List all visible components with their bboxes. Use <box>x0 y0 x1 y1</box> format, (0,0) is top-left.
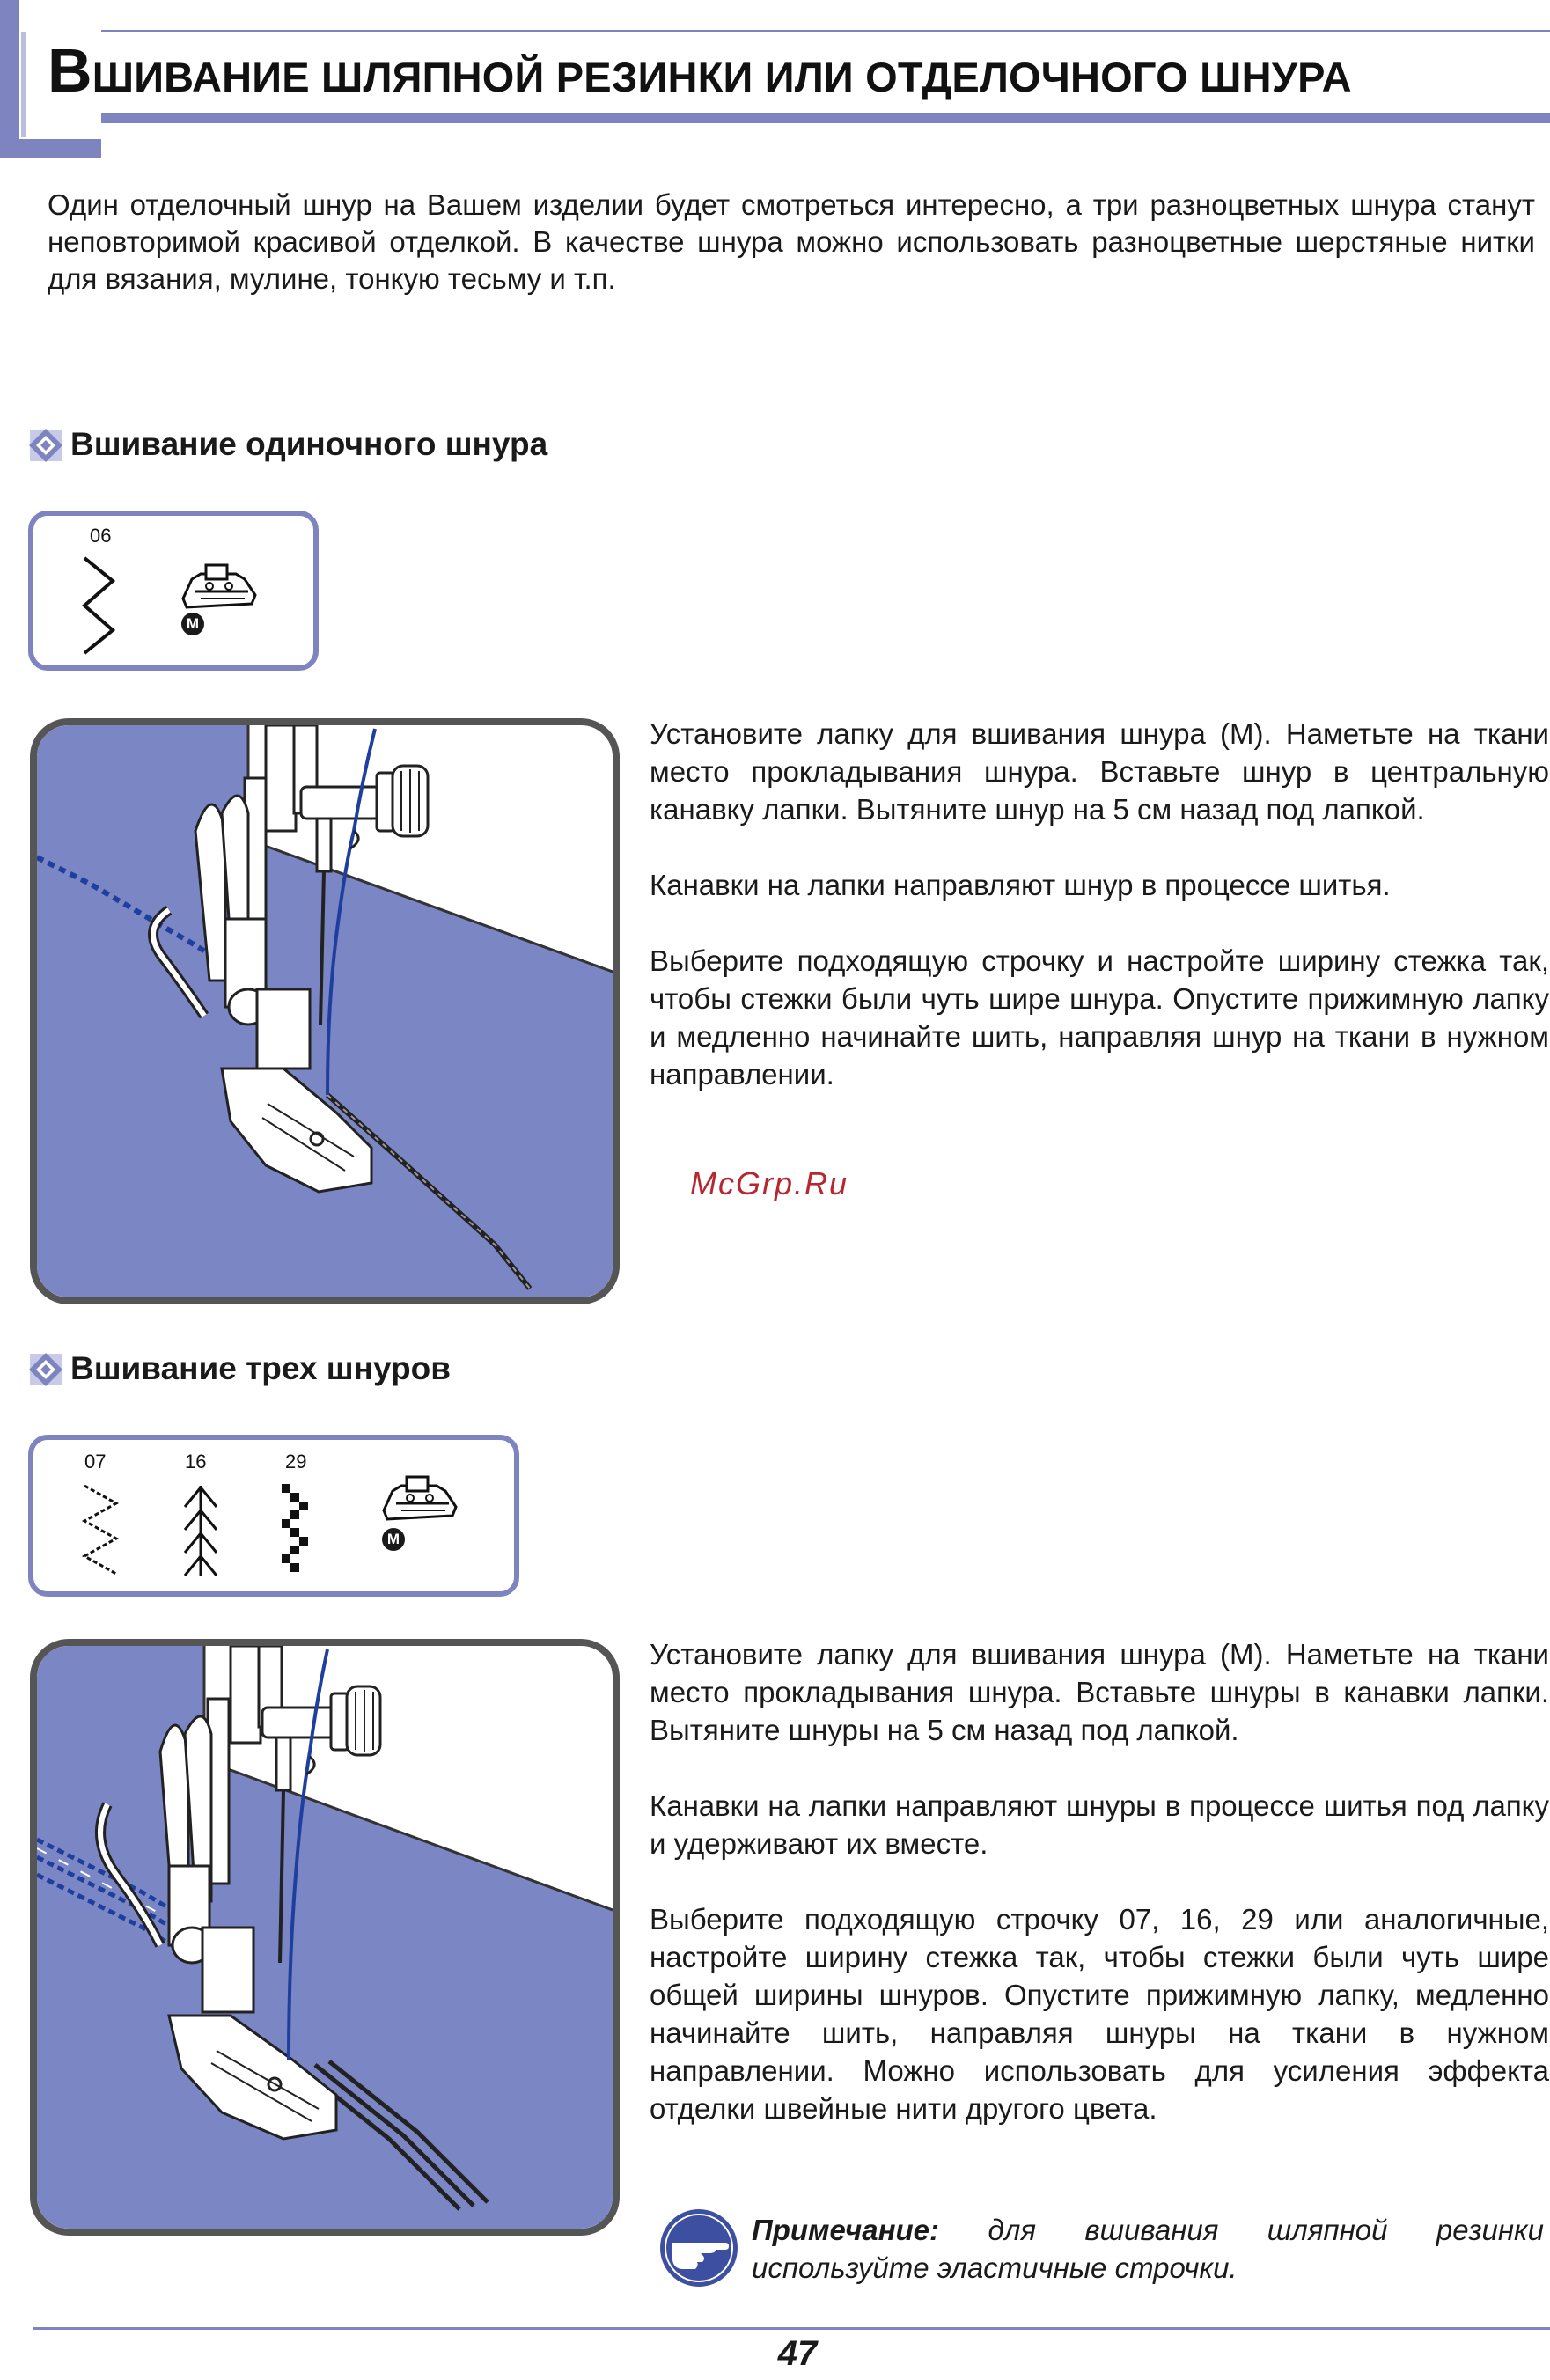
stitch-number: 07 <box>84 1451 107 1473</box>
stitch-number: 16 <box>185 1451 207 1473</box>
intro-paragraph: Один отделочный шнур на Вашем изделии бу… <box>48 188 1535 295</box>
zigzag-stitch-icon <box>81 556 116 655</box>
instruction-paragraph: Выберите подходящую строчку и настройте … <box>650 944 1549 1091</box>
header-corner-bar <box>0 0 19 158</box>
footer-rule <box>33 2327 1550 2330</box>
note-label: Примечание: <box>752 2214 940 2246</box>
header-corner-bar-bottom <box>0 139 101 158</box>
title-rest: ШИВАНИЕ ШЛЯПНОЙ РЕЗИНКИ ИЛИ ОТДЕЛОЧНОГО … <box>92 54 1352 100</box>
stitch-number: 29 <box>285 1451 307 1473</box>
foot-m-badge: M <box>181 613 204 635</box>
multi-step-zigzag-stitch-icon <box>81 1484 120 1576</box>
watermark: McGrp.Ru <box>690 1165 849 1201</box>
instruction-paragraph: Канавки на лапки направляют шнуры в проц… <box>650 1789 1549 1860</box>
title-initial: В <box>48 36 92 105</box>
note: Примечание: для вшивания шляпной резинки… <box>752 2211 1544 2287</box>
foot-m-badge: M <box>382 1528 405 1551</box>
page-number: 47 <box>777 2334 818 2373</box>
checker-stitch-icon <box>282 1484 308 1572</box>
stitch-pattern-box-single: 06 M <box>28 511 319 671</box>
header-underline <box>101 113 1550 123</box>
feather-stitch-icon <box>183 1485 218 1576</box>
instructions-single-cord: Установите лапку для вшивания шнура (М).… <box>650 715 1549 1093</box>
illustration-three-cords <box>30 1639 620 2236</box>
page-title: ВШИВАНИЕ ШЛЯПНОЙ РЕЗИНКИ ИЛИ ОТДЕЛОЧНОГО… <box>48 35 1352 106</box>
header-corner-inner <box>21 32 26 137</box>
instruction-paragraph: Канавки на лапки направляют шнур в проце… <box>650 869 1391 901</box>
cording-foot-icon <box>382 1475 458 1521</box>
sewing-machine-three-cords-illustration <box>37 1646 613 2229</box>
instruction-paragraph: Установите лапку для вшивания шнура (М).… <box>650 717 1549 826</box>
note-text: для вшивания шляпной резинки используйте… <box>752 2214 1544 2284</box>
diamond-bullet-icon <box>29 429 62 462</box>
stitch-pattern-box-three: 07 16 29 M <box>28 1435 519 1597</box>
instruction-paragraph: Выберите подходящую строчку 07, 16, 29 и… <box>650 1903 1549 2125</box>
stitch-number: 06 <box>90 525 112 547</box>
header-initial-backdrop <box>32 32 100 107</box>
illustration-single-cord <box>30 718 620 1304</box>
sewing-machine-single-cord-illustration <box>37 725 613 1297</box>
cording-foot-icon <box>181 563 257 609</box>
diamond-bullet-icon <box>29 1353 62 1386</box>
pointing-hand-icon <box>660 2209 738 2287</box>
header-top-rule <box>101 30 1550 32</box>
instructions-three-cords: Установите лапку для вшивания шнура (М).… <box>650 1635 1549 2127</box>
instruction-paragraph: Установите лапку для вшивания шнура (М).… <box>650 1638 1549 1746</box>
section-heading-three-cords: Вшивание трех шнуров <box>70 1350 451 1386</box>
section-heading-single-cord: Вшивание одиночного шнура <box>70 426 548 462</box>
